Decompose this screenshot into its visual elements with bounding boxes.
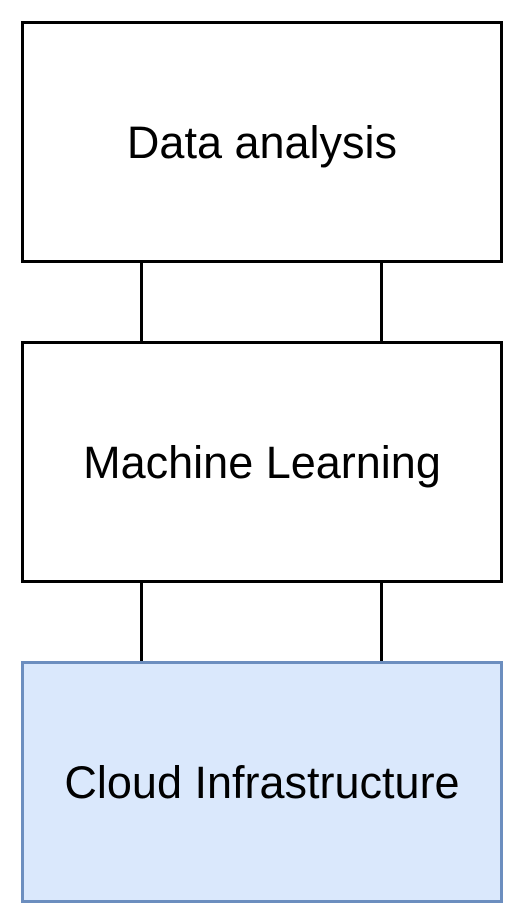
layer-label-cloud-infrastructure: Cloud Infrastructure: [64, 756, 460, 808]
connector-line-right-bottom: [380, 582, 383, 662]
layer-box-data-analysis: Data analysis: [21, 21, 503, 263]
layer-box-cloud-infrastructure: Cloud Infrastructure: [21, 661, 503, 903]
connector-line-left-top: [140, 262, 143, 342]
connector-line-left-bottom: [140, 582, 143, 662]
layer-box-machine-learning: Machine Learning: [21, 341, 503, 583]
layer-label-machine-learning: Machine Learning: [83, 436, 441, 488]
layer-label-data-analysis: Data analysis: [126, 116, 398, 168]
connector-line-right-top: [380, 262, 383, 342]
